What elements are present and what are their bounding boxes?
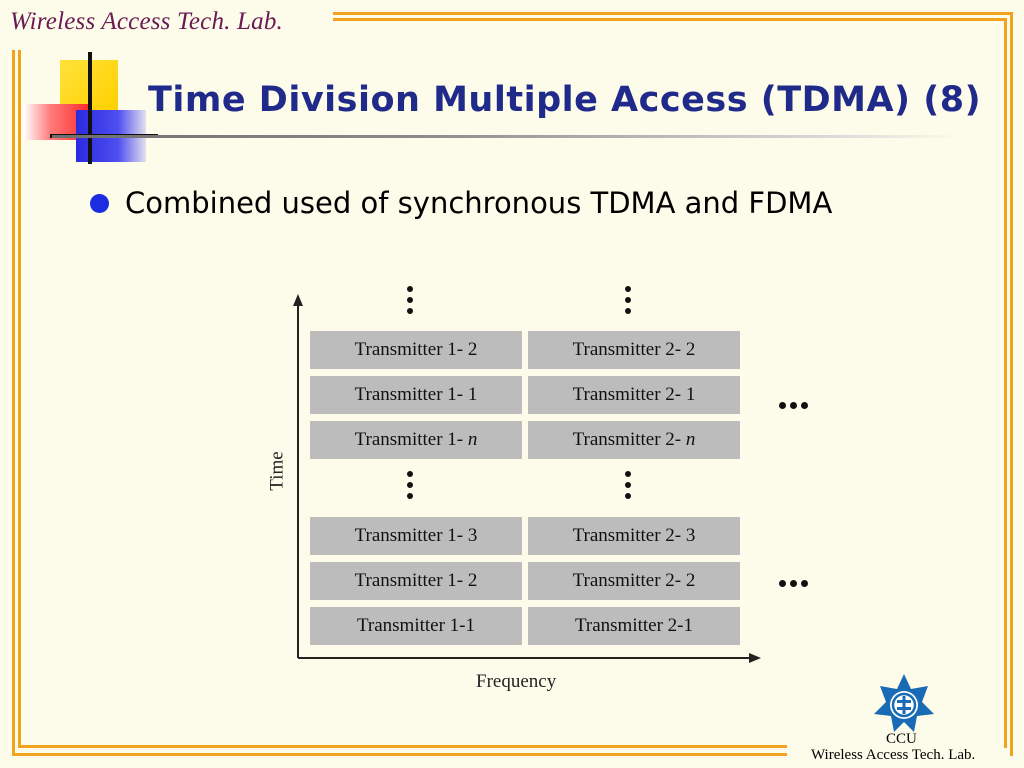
horizontal-ellipsis bbox=[779, 394, 812, 409]
cell-transmitter: Transmitter 2- 1 bbox=[528, 376, 740, 414]
vertical-ellipsis bbox=[406, 286, 414, 319]
cell-transmitter: Transmitter 2- 2 bbox=[528, 331, 740, 369]
horizontal-ellipsis bbox=[779, 572, 812, 587]
vertical-ellipsis bbox=[406, 471, 414, 504]
footer-lab-name: Wireless Access Tech. Lab. bbox=[811, 747, 976, 763]
ccu-emblem-icon bbox=[874, 674, 934, 732]
diagram-axes bbox=[293, 294, 761, 663]
vertical-ellipsis bbox=[624, 471, 632, 504]
cell-transmitter: Transmitter 1- 3 bbox=[310, 517, 522, 555]
cell-label: Transmitter 2- bbox=[572, 429, 686, 450]
cell-transmitter: Transmitter 1- 2 bbox=[310, 331, 522, 369]
bullet-text: Combined used of synchronous TDMA and FD… bbox=[125, 186, 833, 220]
cell-transmitter-n: Transmitter 2- n bbox=[528, 421, 740, 459]
cell-transmitter-n: Transmitter 1- n bbox=[310, 421, 522, 459]
header-lab-name: Wireless Access Tech. Lab. bbox=[10, 8, 284, 35]
vertical-ellipsis bbox=[624, 286, 632, 319]
title-underline bbox=[52, 135, 962, 138]
cell-transmitter: Transmitter 1- 2 bbox=[310, 562, 522, 600]
cell-transmitter: Transmitter 2- 2 bbox=[528, 562, 740, 600]
cell-label: Transmitter 1- bbox=[354, 429, 468, 450]
x-axis-label: Frequency bbox=[476, 671, 557, 692]
n-symbol: n bbox=[467, 429, 478, 450]
n-symbol: n bbox=[685, 429, 696, 450]
cell-transmitter: Transmitter 1- 1 bbox=[310, 376, 522, 414]
footer-org: CCU bbox=[886, 731, 917, 747]
slide-title: Time Division Multiple Access (TDMA) (8) bbox=[148, 80, 982, 120]
cell-transmitter: Transmitter 2-1 bbox=[528, 607, 740, 645]
cell-transmitter: Transmitter 1-1 bbox=[310, 607, 522, 645]
cell-transmitter: Transmitter 2- 3 bbox=[528, 517, 740, 555]
bullet-dot-icon bbox=[90, 194, 109, 213]
y-axis-label: Time bbox=[266, 451, 288, 491]
